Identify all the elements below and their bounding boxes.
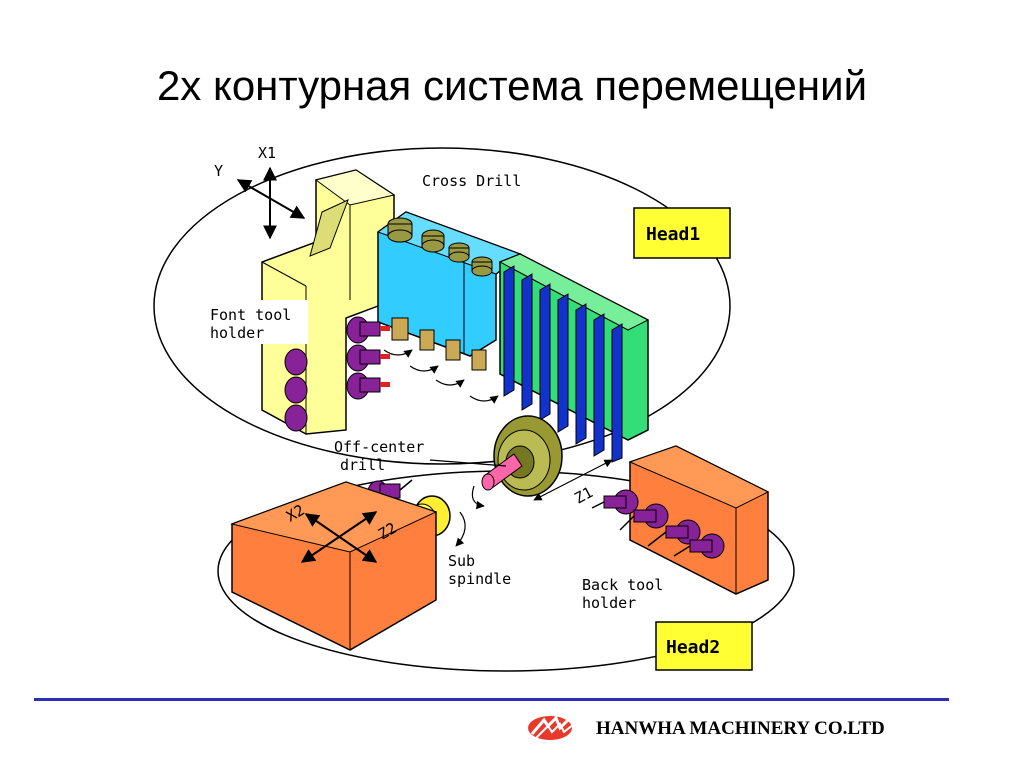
label-cross-drill: Cross Drill xyxy=(422,172,521,190)
label-head2: Head2 xyxy=(666,637,720,658)
rotation-arrows-top xyxy=(383,349,499,404)
front-holder-purple-tools xyxy=(284,316,381,432)
front-tool-holder-label: Font tool holder xyxy=(204,300,308,344)
label-x1: X1 xyxy=(258,144,276,162)
back-tool-holder-block xyxy=(628,445,770,595)
main-spindle xyxy=(481,415,563,497)
front-holder-red-tips xyxy=(380,326,390,387)
label-sub-2: spindle xyxy=(448,570,511,588)
back-holder-purple-tools xyxy=(603,489,725,559)
label-font-tool-1: Font tool xyxy=(210,306,291,324)
x2-z2-axes xyxy=(300,511,378,563)
footer-divider xyxy=(34,698,949,701)
off-center-drill-tip xyxy=(399,479,413,491)
cross-drill-block xyxy=(376,211,522,357)
x1-y-axes xyxy=(236,166,306,240)
company-name: HANWHA MACHINERY CO.LTD xyxy=(596,718,885,739)
head1-ellipse xyxy=(153,147,731,465)
sub-spindle-rotation-arrow xyxy=(455,511,466,547)
page-title: 2х контурная система перемещений xyxy=(156,62,868,109)
hanwha-logo-icon xyxy=(528,715,575,740)
label-off-center-2: drill xyxy=(340,456,385,474)
label-off-center-1: Off-center xyxy=(334,438,424,456)
back-holder-tool-tips xyxy=(591,501,691,557)
head1-badge: Head1 xyxy=(633,207,731,259)
label-font-tool-2: holder xyxy=(210,324,264,342)
label-y: Y xyxy=(214,162,223,180)
machine-diagram: X1 Y Cross Drill Head1 Font tool holder … xyxy=(153,144,795,672)
blue-tool-rack xyxy=(498,253,650,463)
label-sub-1: Sub xyxy=(448,552,475,570)
label-back-tool-1: Back tool xyxy=(582,576,663,594)
label-z1: Z1 xyxy=(571,483,595,507)
label-head1: Head1 xyxy=(646,224,700,245)
label-back-tool-2: holder xyxy=(582,594,636,612)
spindle-arrows xyxy=(429,459,613,510)
head2-badge: Head2 xyxy=(655,621,753,671)
cross-drill-bits xyxy=(391,317,487,371)
